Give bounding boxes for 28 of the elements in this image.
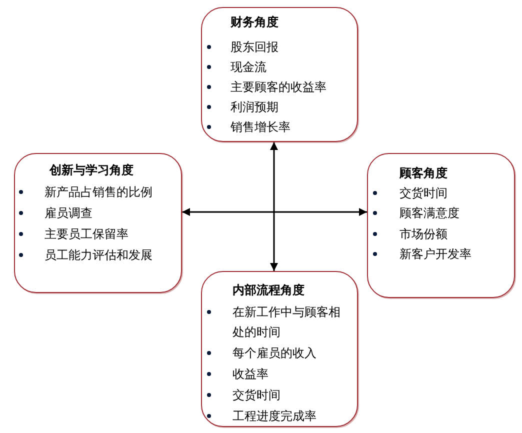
list-item-text: 收益率 xyxy=(232,366,270,382)
box-heading: 创新与学习角度 xyxy=(50,162,134,178)
list-item-text: 销售增长率 xyxy=(230,118,292,136)
list-item-text: 新产品占销售的比例 xyxy=(44,184,154,200)
list-item-text: 市场份额 xyxy=(400,226,448,242)
list-item-text: 工程进度完成率 xyxy=(232,408,318,424)
box-heading: 内部流程角度 xyxy=(232,282,304,298)
box-heading: 财务角度 xyxy=(230,14,278,30)
list-item-text: 新客户开发率 xyxy=(400,246,472,263)
rounded-box xyxy=(367,153,515,298)
rounded-box xyxy=(201,271,358,427)
rounded-box xyxy=(14,153,182,293)
double-arrow xyxy=(270,142,278,271)
list-item-text: 员工能力评估和发展 xyxy=(44,246,154,264)
list-item-text: 主要员工保留率 xyxy=(44,226,130,242)
list-item-text: 现金流 xyxy=(230,58,268,76)
list-item-text: 交货时间 xyxy=(232,386,282,404)
list-item-text: 雇员调查 xyxy=(44,204,94,222)
list-item-text: 股东回报 xyxy=(230,38,280,56)
list-item-text: 在新工作中与顾客相处的时间 xyxy=(232,304,342,340)
list-item-text: 利润预期 xyxy=(230,98,280,116)
rounded-box xyxy=(201,7,358,142)
box-heading: 顾客角度 xyxy=(400,164,448,182)
list-item-text: 顾客满意度 xyxy=(400,205,460,222)
list-item-text: 主要顾客的收益率 xyxy=(230,78,328,96)
list-item-text: 每个雇员的收入 xyxy=(232,344,318,362)
list-item-text: 交货时间 xyxy=(400,184,448,202)
double-arrow xyxy=(182,208,367,216)
